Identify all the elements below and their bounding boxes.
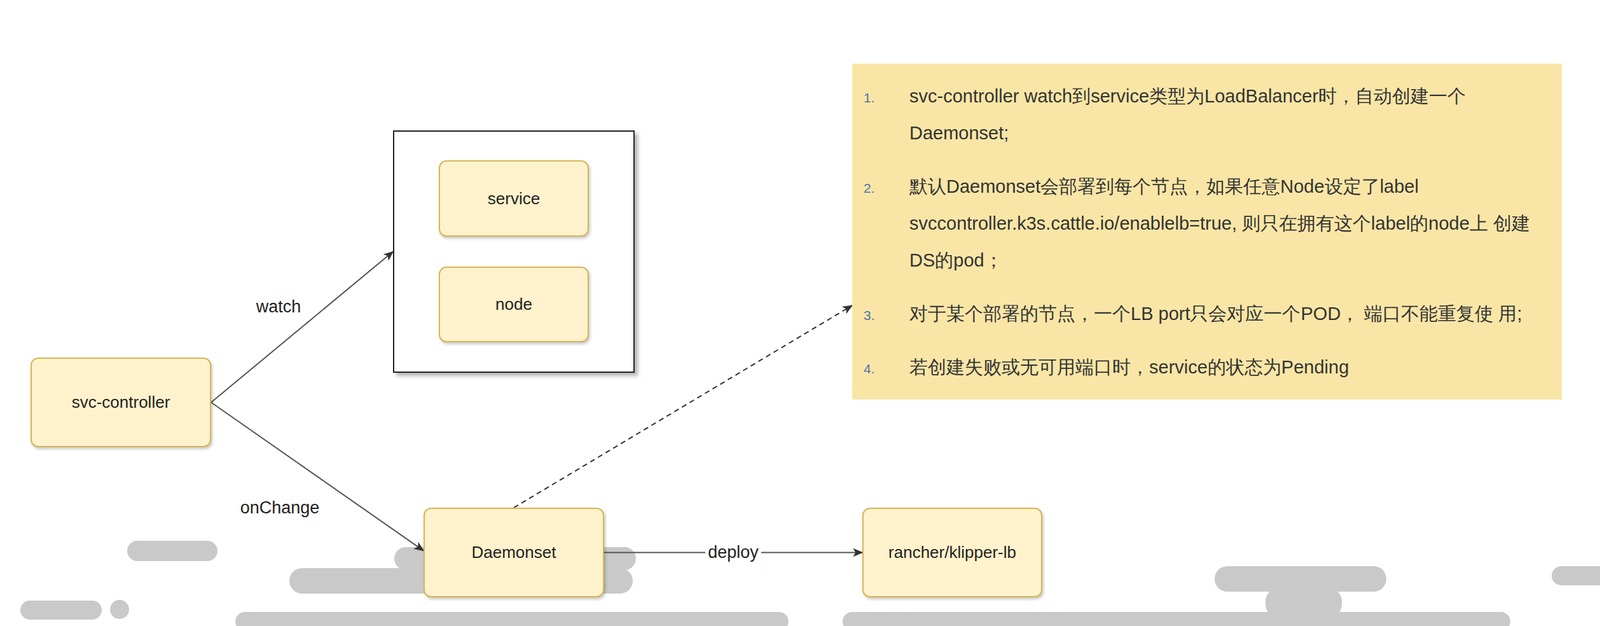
box-label: node bbox=[495, 294, 533, 315]
list-text: 对于某个部署的节点，一个LB port只会对应一个POD， 端口不能重复使 用; bbox=[909, 295, 1543, 332]
cloud-bar bbox=[1551, 565, 1600, 586]
list-text: 默认Daemonset会部署到每个节点，如果任意Node设定了label svc… bbox=[909, 167, 1543, 279]
cloud-dot bbox=[1051, 612, 1067, 626]
note-panel: 1.svc-controller watch到service类型为LoadBal… bbox=[852, 63, 1562, 400]
list-row: 1.svc-controller watch到service类型为LoadBal… bbox=[863, 77, 1543, 152]
list-number: 4. bbox=[863, 361, 910, 377]
box-label: rancher/klipper-lb bbox=[888, 542, 1017, 563]
cloud-bar bbox=[1214, 565, 1387, 592]
cloud-bar bbox=[127, 540, 218, 561]
list-row: 4.若创建失败或无可用端口时，service的状态为Pending bbox=[863, 348, 1543, 386]
cloud-dot bbox=[1022, 612, 1038, 626]
box-label: service bbox=[487, 188, 540, 209]
edge-label: onChange bbox=[237, 497, 323, 518]
cloud-bar bbox=[1265, 588, 1342, 617]
arrow bbox=[211, 251, 394, 403]
image-box: rancher/klipper-lb bbox=[862, 507, 1043, 598]
list-number: 3. bbox=[863, 307, 910, 324]
resource-box: service bbox=[438, 160, 589, 237]
list-row: 2.默认Daemonset会部署到每个节点，如果任意Node设定了label s… bbox=[863, 167, 1543, 279]
workload-box: Daemonset bbox=[423, 507, 605, 598]
box-label: svc-controller bbox=[71, 392, 171, 413]
list-row: 3.对于某个部署的节点，一个LB port只会对应一个POD， 端口不能重复使 … bbox=[863, 295, 1543, 332]
list-number: 2. bbox=[863, 180, 910, 196]
resource-box: node bbox=[438, 266, 589, 343]
cloud-dot bbox=[895, 612, 911, 626]
list-text: 若创建失败或无可用端口时，service的状态为Pending bbox=[909, 348, 1543, 386]
edge-label: deploy bbox=[705, 542, 762, 563]
cloud-dot bbox=[110, 599, 130, 619]
group-box: service node bbox=[393, 130, 635, 373]
cloud-dot bbox=[869, 612, 886, 626]
box-label: Daemonset bbox=[471, 542, 557, 563]
list-number: 1. bbox=[863, 90, 910, 106]
list-text: svc-controller watch到service类型为LoadBalan… bbox=[909, 77, 1543, 152]
controller-box: svc-controller bbox=[30, 357, 212, 448]
cloud-bar bbox=[20, 600, 102, 620]
arrow bbox=[211, 402, 424, 551]
edge-label: watch bbox=[253, 296, 304, 317]
cloud-bar bbox=[842, 611, 1511, 626]
cloud-bar bbox=[235, 611, 789, 626]
cloud-shapes bbox=[20, 540, 1600, 626]
cloud-dot bbox=[239, 611, 257, 626]
